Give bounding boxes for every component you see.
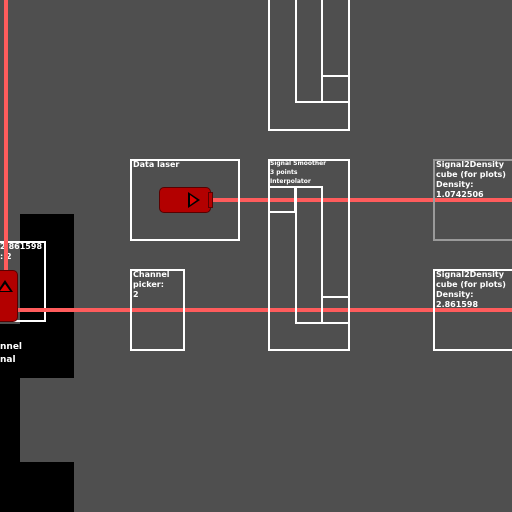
laser-emitter-nozzle	[208, 192, 213, 208]
left-channel-label: nnel nal	[0, 342, 23, 365]
signal-smoother-label: Signal Smoother 3 points Interpolator	[270, 160, 327, 185]
lower-laser-beam	[0, 308, 512, 312]
up-arrow-icon-fill	[0, 284, 10, 291]
top-smoother-box[interactable]	[268, 0, 350, 131]
top-smoother-port	[321, 75, 350, 103]
laser-emitter[interactable]	[159, 187, 211, 213]
left-density-label: 2.861598 : 2	[0, 242, 43, 261]
vertical-laser-beam	[4, 0, 8, 284]
left-black-panel-strip	[0, 324, 20, 512]
left-laser-emitter[interactable]	[0, 270, 18, 322]
channel-picker-label: Channel picker: 2	[133, 270, 170, 299]
left-density-box[interactable]	[0, 241, 46, 322]
smoother-output-port	[321, 296, 350, 324]
left-black-panel-lower	[20, 462, 74, 512]
play-arrow-icon-fill	[190, 195, 197, 205]
density-cube-bottom-label: Signal2Density cube (for plots) Density:…	[436, 270, 506, 309]
data-laser-box[interactable]	[130, 159, 240, 241]
channel-picker-box[interactable]	[130, 269, 185, 351]
smoother-input-port	[268, 186, 296, 213]
top-smoother-inner	[295, 0, 323, 103]
density-cube-top-label: Signal2Density cube (for plots) Density:…	[436, 160, 506, 199]
density-cube-bottom[interactable]	[433, 269, 512, 351]
smoother-inner-channel	[295, 186, 323, 324]
data-laser-label: Data laser	[133, 160, 180, 169]
signal-smoother-box[interactable]	[268, 159, 350, 351]
upper-laser-beam	[212, 198, 512, 202]
density-cube-top[interactable]	[433, 159, 512, 241]
